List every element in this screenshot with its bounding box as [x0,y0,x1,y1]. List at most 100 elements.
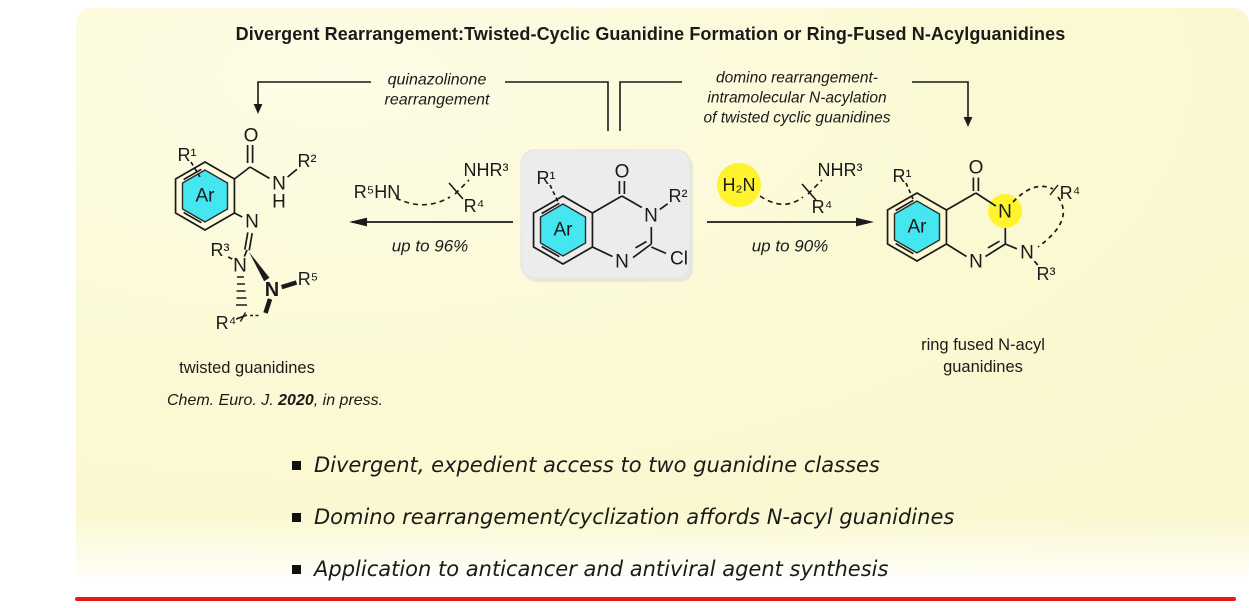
double-bond-tick [895,199,914,212]
acyl-n-yellow-highlight [988,194,1022,228]
right-pathway-line3: of twisted cyclic guanidines [704,110,891,127]
linker-dashed-bond [759,195,804,206]
left-reagent-amine-label: R⁵HN [354,182,400,202]
left-product-imine-n-label: N [245,212,259,233]
right-product-r3-label: R³ [1037,264,1056,284]
right-product-caption-line2: guanidines [943,358,1023,376]
bold-bond [263,298,273,314]
right-product-ar-hexagon-highlight [893,200,941,254]
left-product-labels: R¹ Ar O N H R² N R³ N N R⁵ R⁴ twisted gu… [178,126,319,378]
double-bond-tick [183,211,202,224]
left-reaction-arrow: up to 96% [349,217,513,256]
double-bond-tick [541,245,560,258]
left-product-r2-label: R² [298,151,317,171]
arrowhead-left-icon [349,217,367,227]
right-product-o-label: O [969,158,984,179]
left-product-o-label: O [244,126,259,147]
left-reagent-r4-label: R⁴ [464,196,485,216]
right-product-r4-label: R⁴ [1060,183,1081,203]
cut-tick [1049,184,1059,196]
bullet-text: Domino rearrangement/cyclization affords… [314,505,955,529]
left-product-r4-label: R⁴ [216,313,237,333]
right-pathway-line2: intramolecular N-acylation [707,90,886,107]
double-bond-tick [541,202,560,215]
right-product-structure [886,177,1065,266]
bullet-text: Divergent, expedient access to two guani… [314,453,880,477]
right-reaction-arrow: up to 90% [707,217,874,256]
bold-wedge-bond [249,252,270,282]
substrate-r1-label: R¹ [537,168,556,188]
substrate-n1-label: N [615,252,629,273]
double-bond-tick [987,240,1000,249]
substrate-r2-label: R² [669,186,688,206]
linker-dashed-bond [395,196,451,206]
right-product-r1-label: R¹ [893,166,912,186]
linker-dashed-bond [807,179,823,195]
left-reagent-labels: R⁵HN NHR³ R⁴ [354,160,509,216]
left-product-ar-hexagon-highlight [181,169,229,223]
bullet-list: Divergent, expedient access to two guani… [292,452,954,608]
right-reagent-amine-label: H₂N [723,175,756,195]
citation-journal: Chem. Euro. J. [167,392,279,409]
left-product-r5-label: R⁵ [298,269,318,289]
right-product-amine-n-label: N [1020,243,1034,264]
bold-bond [280,280,298,290]
left-product-amide-h-label: H [272,192,286,213]
imine-double-bond [243,232,249,250]
left-product-bold-n-label: N [265,279,279,301]
substrate-o-label: O [615,162,630,183]
r1-hashed-bond [905,182,914,200]
left-product-amide-n-label: N [272,174,286,195]
citation-suffix: , in press. [313,392,384,409]
left-reagent [395,179,470,206]
double-bond-tick [635,240,647,249]
left-pathway-line2: rearrangement [385,92,491,109]
right-reagent-nhr3-label: NHR³ [818,160,863,180]
right-product-caption-line1: ring fused N-acyl [921,336,1045,354]
linker-cross-bond [801,183,817,201]
bullet-square-icon [292,564,301,574]
left-product-r3-label: R³ [211,240,230,260]
right-pathway-label: domino rearrangement- intramolecular N-a… [704,70,891,127]
left-reagent-nhr3-label: NHR³ [464,160,509,180]
left-product-ar-label: Ar [196,186,216,207]
bullet-text: Application to anticancer and antiviral … [314,557,889,581]
linker-cross-bond [448,182,464,200]
right-elbow-arrow [619,81,973,131]
left-product-ring-n-label: N [233,256,247,277]
right-product-ar-label: Ar [908,217,928,238]
imine-double-bond [248,233,254,251]
substrate-ar-hexagon-highlight [539,203,587,257]
bullet-item: Divergent, expedient access to two guani… [292,452,954,478]
left-product-caption: twisted guanidines [179,359,315,377]
arrowhead-right-icon [856,217,874,227]
bullet-item: Domino rearrangement/cyclization affords… [292,504,954,530]
right-product-labels: R¹ Ar O N N N R³ R⁴ ring fused N-acyl gu… [893,158,1081,377]
abstract-card [76,8,1249,582]
right-product-n1-label: N [969,252,983,273]
right-pathway-line1: domino rearrangement- [716,70,878,87]
right-reagent-labels: H₂N NHR³ R⁴ [723,160,863,217]
h2n-yellow-highlight [717,163,761,207]
arrowhead-down-icon [253,104,263,114]
cut-tick [239,312,247,322]
substrate-n3-label: N [644,206,658,227]
right-product-acyl-n-label: N [998,202,1012,223]
left-pathway-line1: quinazolinone [388,72,487,89]
substrate-cl-label: Cl [670,249,688,270]
arrowhead-down-icon [963,117,973,127]
r1-hashed-bond [549,184,560,205]
bullet-item: Application to anticancer and antiviral … [292,556,954,582]
bullet-square-icon [292,460,301,470]
double-bond-tick [183,168,202,181]
right-reagent [717,163,823,207]
right-yield-label: up to 90% [752,237,829,256]
substrate-ar-label: Ar [554,220,574,241]
left-yield-label: up to 96% [392,237,469,256]
citation-year: 2020 [278,392,314,409]
substrate-labels: R¹ Ar O N R² N Cl [537,162,688,273]
left-elbow-arrow [253,81,609,131]
hashed-stereo-bond [236,276,247,306]
